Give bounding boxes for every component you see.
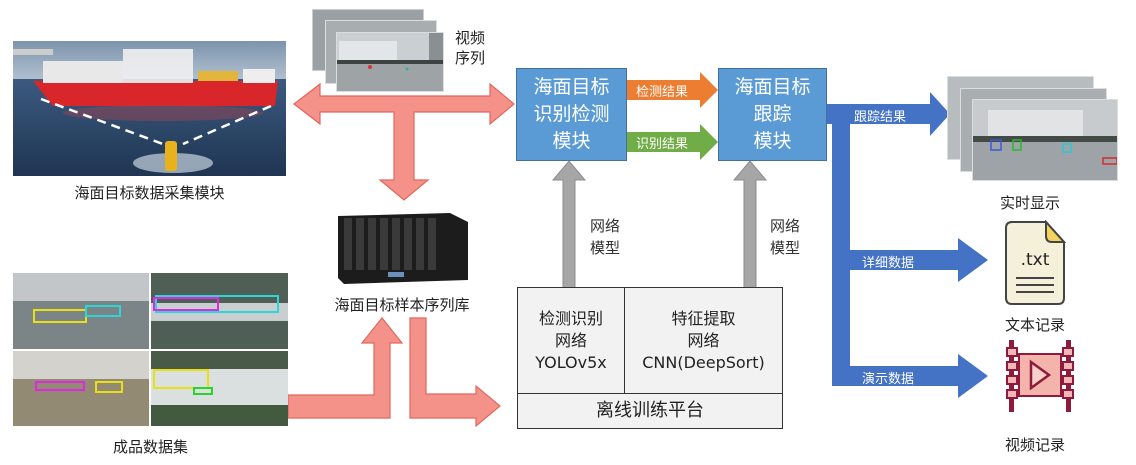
dataset-image-4 <box>151 351 288 426</box>
tracking-module-line3: 模块 <box>753 130 792 152</box>
dataset-image-2 <box>151 273 288 349</box>
text-record-label: 文本记录 <box>1004 316 1065 334</box>
green-arrow-recognize-result <box>626 124 718 160</box>
pink-arrow-library-to-training <box>409 317 501 428</box>
sample-library-label: 海面目标样本序列库 <box>334 296 470 314</box>
tracking-result-label: 跟踪结果 <box>854 110 907 125</box>
realtime-frame-front <box>972 99 1118 181</box>
dataset-image-grid <box>13 273 288 426</box>
detection-module-line3: 模块 <box>552 130 591 152</box>
feature-net-line1: 特征提取 <box>671 308 736 328</box>
video-film-icon <box>1005 340 1075 412</box>
detection-module: 海面目标 识别检测 模块 <box>516 68 627 161</box>
video-record-label: 视频记录 <box>1004 436 1065 454</box>
collection-photo <box>13 41 286 176</box>
pink-double-arrow <box>293 82 515 201</box>
server-image <box>330 208 475 288</box>
video-sequence-label-line2: 序列 <box>454 49 485 67</box>
video-sequence-label-line1: 视频 <box>454 29 485 47</box>
server-rack-icon <box>338 213 468 284</box>
feature-net-box: 特征提取 网络 CNN(DeepSort) <box>624 287 783 394</box>
detect-net-line1: 检测识别 <box>538 308 603 328</box>
blue-arrow-outputs <box>826 92 988 398</box>
orange-arrow-detect-result <box>626 72 718 108</box>
training-platform-box: 离线训练平台 <box>517 393 783 429</box>
dataset-label: 成品数据集 <box>112 438 188 456</box>
dataset-image-3 <box>13 351 149 426</box>
video-sequence-label: 视频 序列 <box>452 28 488 68</box>
feature-net-line2: 网络 <box>687 330 720 350</box>
network-model-label-left: 网络 模型 <box>590 215 620 259</box>
gray-arrow-track-model <box>732 160 768 289</box>
detect-net-line3: YOLOv5x <box>535 352 607 372</box>
ship-scene-image <box>13 41 286 176</box>
detection-module-line1: 海面目标 <box>533 76 610 98</box>
tracking-module-line1: 海面目标 <box>734 76 811 98</box>
txt-extension-text: .txt <box>1020 250 1050 270</box>
detect-net-line2: 网络 <box>554 330 587 350</box>
detection-module-line2: 识别检测 <box>533 103 610 125</box>
collection-module-label: 海面目标数据采集模块 <box>74 184 225 202</box>
detect-result-label: 检测结果 <box>636 85 689 100</box>
feature-net-line3: CNN(DeepSort) <box>642 352 765 372</box>
network-model-right-line1: 网络 <box>770 217 801 235</box>
recognize-result-label: 识别结果 <box>636 137 689 152</box>
detect-net-box: 检测识别 网络 YOLOv5x <box>517 287 625 394</box>
network-model-left-line2: 模型 <box>590 239 621 257</box>
tracking-scene-image <box>973 100 1117 180</box>
gray-arrow-detect-model <box>551 160 587 289</box>
network-model-label-right: 网络 模型 <box>770 215 800 259</box>
realtime-display-label: 实时显示 <box>999 194 1060 212</box>
tracking-module-line2: 跟踪 <box>753 103 792 125</box>
pink-arrow-dataset-to-library <box>287 317 404 419</box>
txt-file-icon: .txt <box>1004 219 1067 306</box>
tracking-module: 海面目标 跟踪 模块 <box>718 68 827 161</box>
demo-data-label: 演示数据 <box>862 372 915 387</box>
detail-data-label: 详细数据 <box>862 256 915 271</box>
network-model-left-line1: 网络 <box>590 217 621 235</box>
dataset-image-1 <box>13 273 149 349</box>
video-frame-front <box>336 32 444 92</box>
lake-scene-image <box>337 33 443 91</box>
network-model-right-line2: 模型 <box>770 239 801 257</box>
